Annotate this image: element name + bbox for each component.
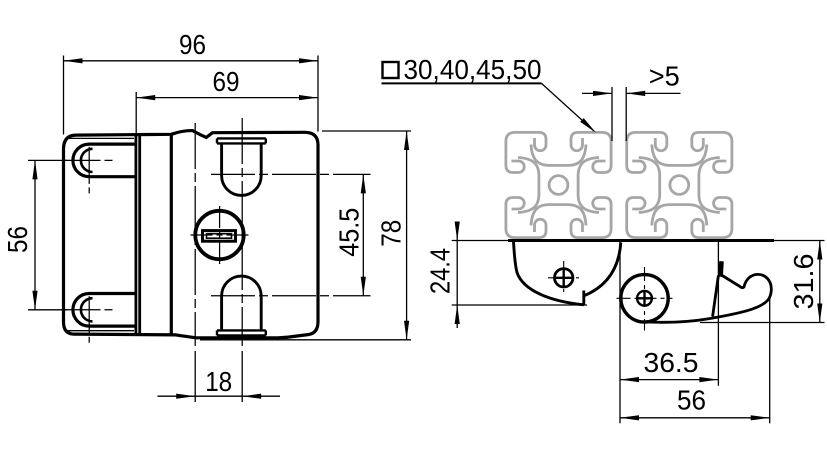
svg-text:56: 56 bbox=[677, 385, 706, 416]
svg-text:>5: >5 bbox=[649, 61, 680, 92]
svg-text:69: 69 bbox=[213, 66, 240, 97]
svg-text:56: 56 bbox=[2, 226, 33, 253]
svg-text:18: 18 bbox=[205, 366, 232, 397]
svg-text:36.5: 36.5 bbox=[644, 347, 699, 378]
svg-text:45.5: 45.5 bbox=[333, 208, 364, 257]
svg-text:24.4: 24.4 bbox=[425, 248, 456, 294]
svg-text:30,40,45,50: 30,40,45,50 bbox=[404, 54, 542, 85]
svg-text:31.6: 31.6 bbox=[788, 254, 819, 310]
svg-text:78: 78 bbox=[376, 220, 407, 247]
svg-text:96: 96 bbox=[179, 29, 206, 60]
